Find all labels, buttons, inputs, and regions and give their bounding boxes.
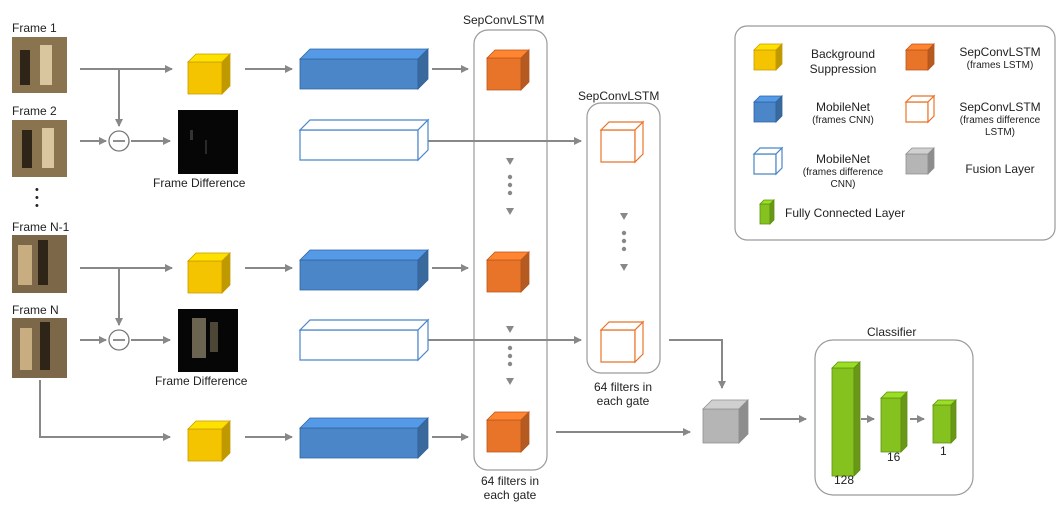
sepconv-frames-cube (486, 411, 530, 453)
fusion-layer-cube (702, 399, 749, 444)
legend-orange-cube-icon (905, 43, 935, 71)
legend-icons (752, 43, 936, 225)
sepconv-diff-cubes (599, 120, 645, 364)
fc-layer-128 (831, 361, 861, 477)
legend-outline-orange-cube-icon (904, 94, 936, 124)
sepconv-diff-container (586, 102, 661, 374)
legend-green-bar-icon (759, 199, 775, 225)
background-suppression-cubes (187, 53, 231, 462)
legend-gray-cube-icon (905, 147, 935, 175)
mobilenet-frames-block (299, 48, 429, 90)
legend-fusion: Fusion Layer (965, 162, 1035, 176)
mobilenet-diff-blocks (298, 118, 430, 362)
legend-sepconv-frames: SepConvLSTM(frames LSTM) (959, 45, 1041, 71)
fusion-layer-cube (702, 399, 749, 444)
sepconv-frames-title: SepConvLSTM (463, 13, 545, 27)
frame-n1-label: Frame N-1 (12, 220, 70, 234)
legend-blue-cube-icon (753, 95, 783, 123)
frame-difference-image-1 (178, 110, 238, 174)
legend-mobilenet-frames: MobileNet(frames CNN) (812, 100, 874, 126)
legend-box (734, 25, 1056, 241)
legend-yellow-cube-icon (753, 43, 783, 71)
legend-fully-connected: Fully Connected Layer (785, 206, 906, 220)
sepconv-diff-title: SepConvLSTM (578, 89, 660, 103)
frame-2-label: Frame 2 (12, 104, 57, 118)
background-suppression-cube (187, 420, 231, 462)
fc-size-128: 128 (834, 473, 855, 487)
classifier-title: Classifier (867, 325, 917, 339)
background-suppression-cube (187, 53, 231, 95)
classifier-container (814, 339, 974, 496)
fc-layer-16 (880, 391, 908, 453)
mobilenet-frames-block (299, 417, 429, 459)
subtract-icon (108, 130, 130, 152)
sepconv-frames-container (473, 29, 548, 471)
sepconv-frames-cube (486, 251, 530, 293)
sepconv-diff-cube (599, 320, 645, 364)
sequence-ellipsis (506, 158, 628, 385)
background-suppression-cube (187, 252, 231, 294)
frame-1-label: Frame 1 (12, 21, 57, 35)
mobilenet-frames-block (299, 249, 429, 291)
frame-difference-label: Frame Difference (155, 374, 248, 388)
sepconv-frames-cube (486, 49, 530, 91)
fc-size-1: 1 (940, 444, 947, 458)
frame-n-label: Frame N (12, 303, 59, 317)
mobilenet-diff-block (298, 318, 430, 362)
subtract-icon (108, 329, 130, 351)
mobilenet-diff-block (298, 118, 430, 162)
legend-outline-blue-cube-icon (752, 146, 784, 176)
mobilenet-frames-blocks (299, 48, 429, 459)
fully-connected-bars (831, 361, 957, 477)
sepconv-diff-cube (599, 120, 645, 164)
fc-layer-1 (932, 399, 957, 444)
frame-2-image (12, 120, 67, 177)
frame-difference-image-2 (178, 309, 238, 372)
frames-ellipsis: • • • (35, 184, 39, 212)
frame-difference-label: Frame Difference (153, 176, 246, 190)
fc-size-16: 16 (887, 450, 901, 464)
sepconv-frames-cubes (486, 49, 530, 453)
connectors (39, 65, 925, 441)
